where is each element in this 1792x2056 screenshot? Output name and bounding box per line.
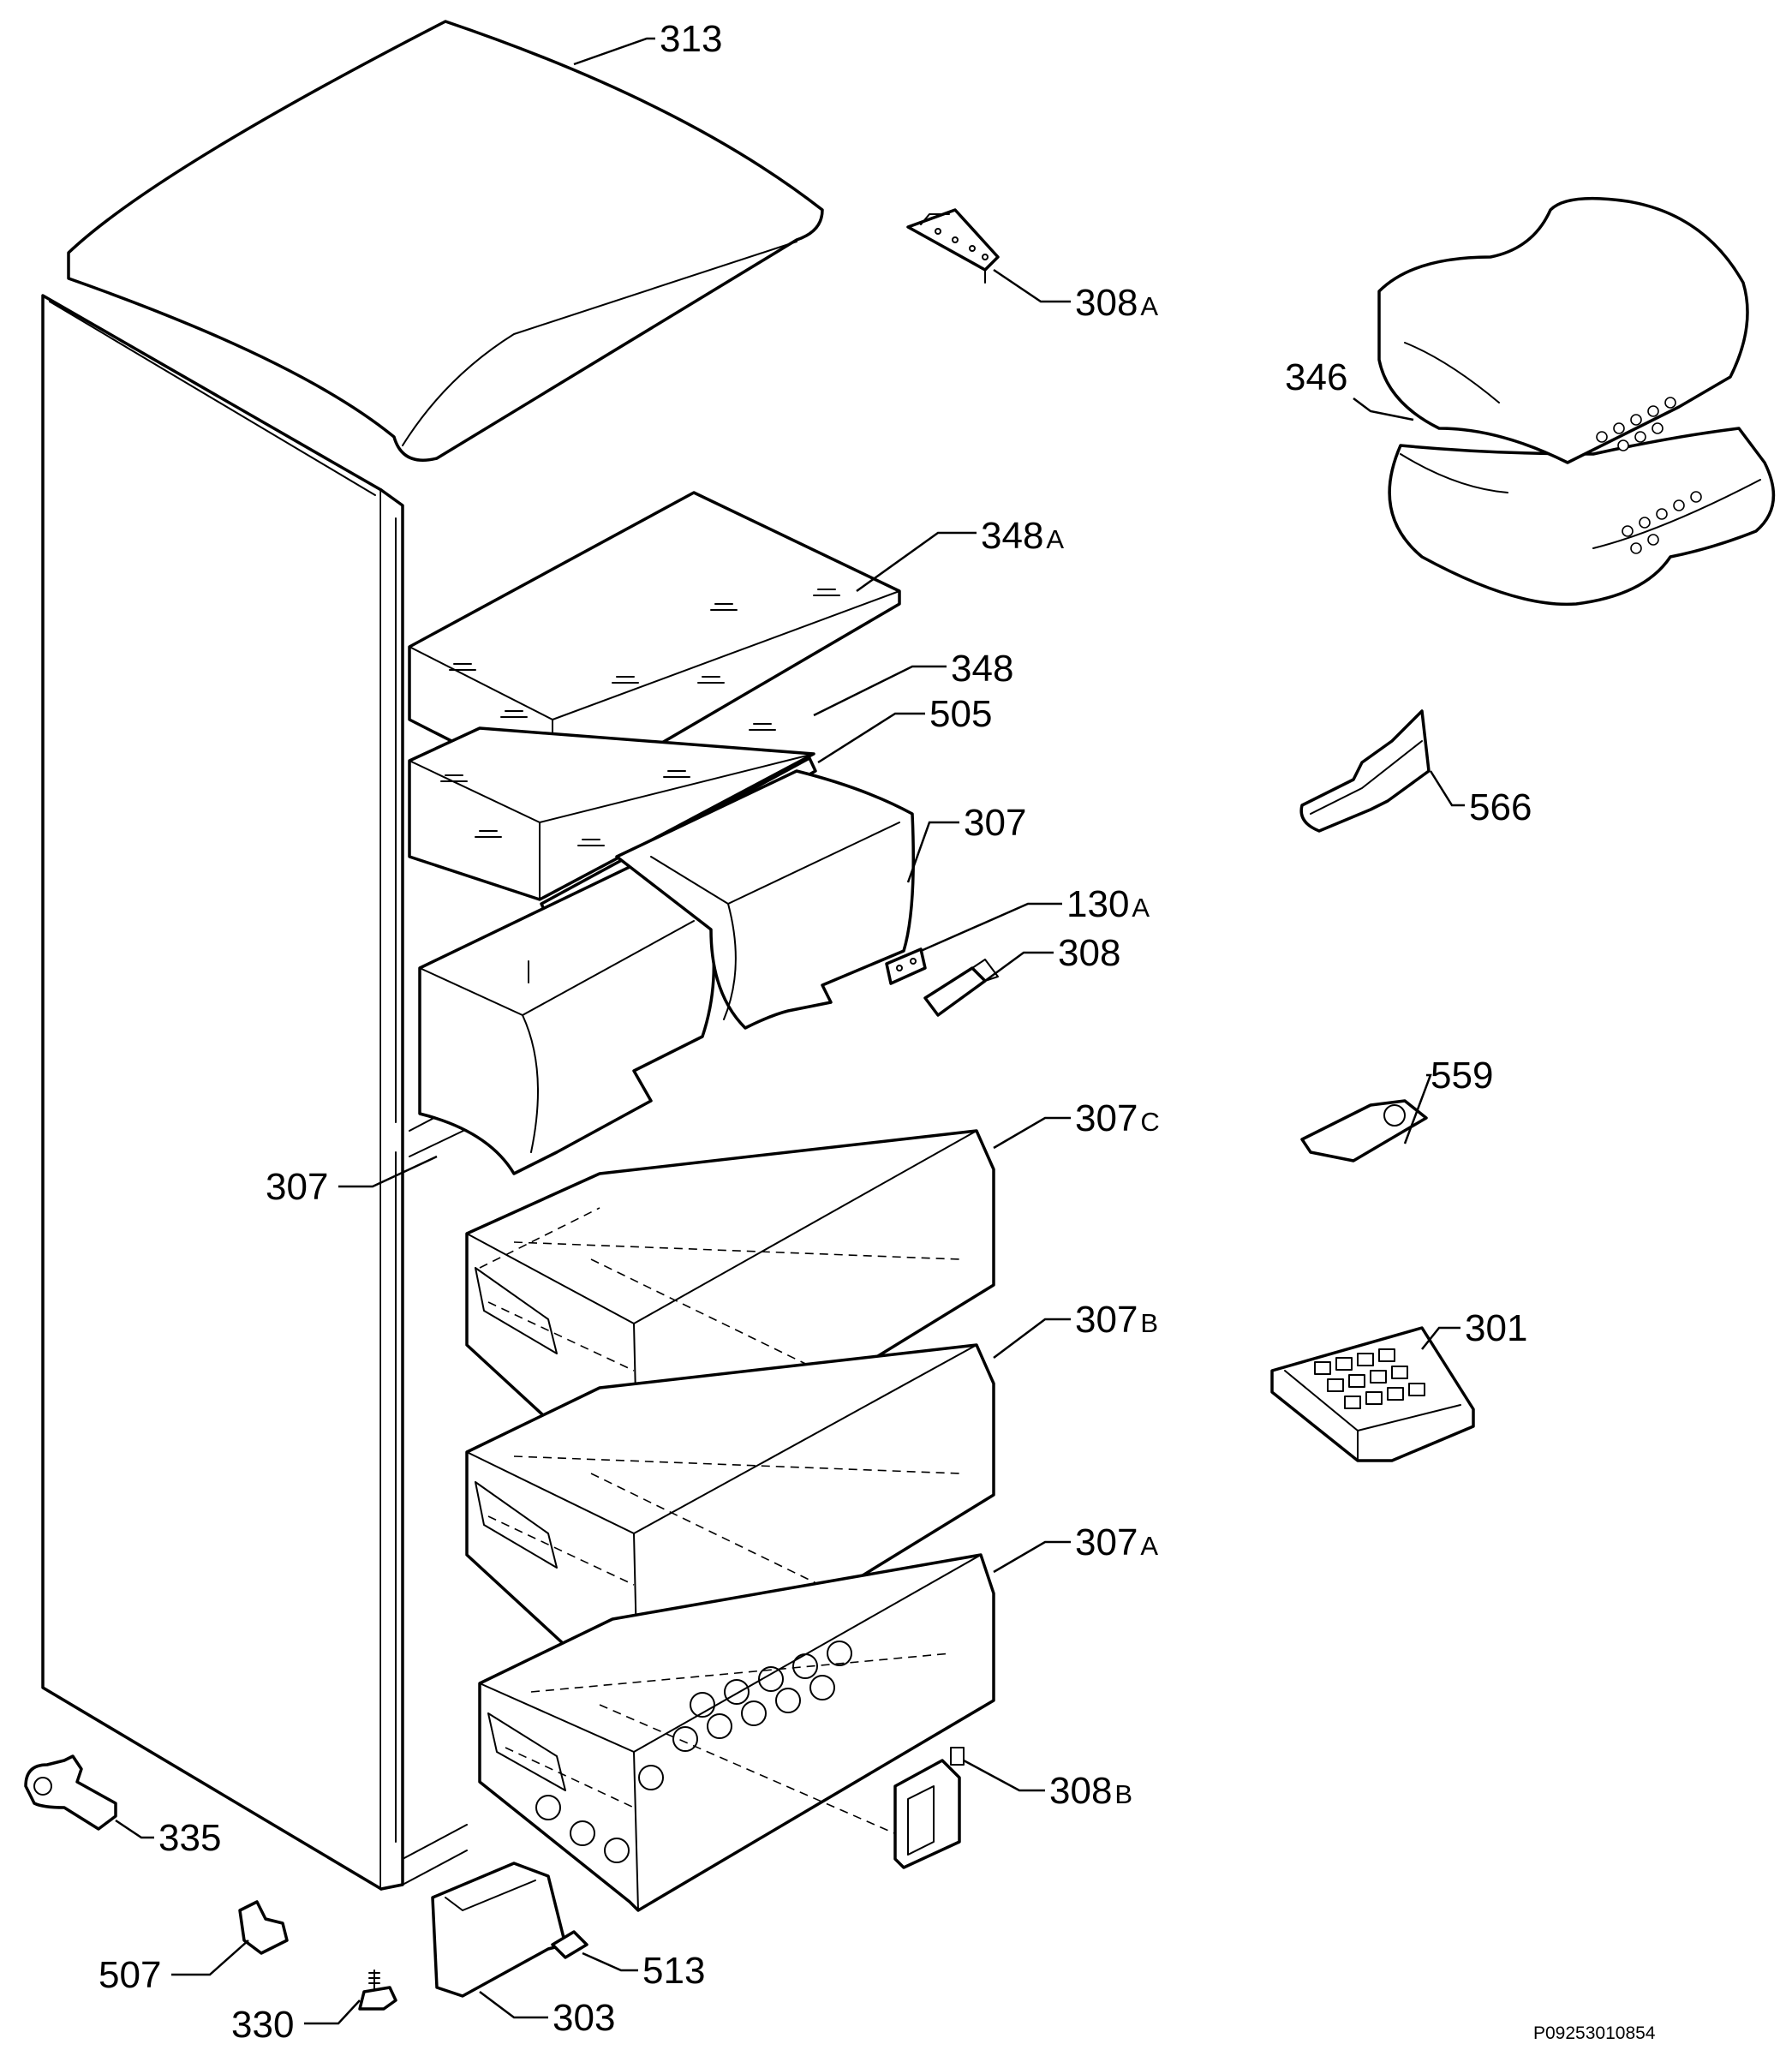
label-130a: 130A bbox=[1066, 883, 1150, 925]
label-307b: 307B bbox=[1075, 1299, 1158, 1341]
glass-shelf-348 bbox=[408, 723, 815, 901]
part-130a bbox=[885, 947, 927, 985]
plinth-303 bbox=[431, 1862, 567, 1998]
glass-shelf-348a bbox=[408, 491, 901, 798]
foot-bracket-335 bbox=[24, 1754, 117, 1831]
ice-tray-301 bbox=[1270, 1326, 1475, 1462]
label-566: 566 bbox=[1469, 786, 1532, 828]
leader-lines bbox=[115, 37, 1465, 2025]
hinge-308 bbox=[923, 959, 999, 1017]
drawing-code: P09253010854 bbox=[1533, 2023, 1656, 2043]
label-308: 308 bbox=[1058, 932, 1120, 974]
top-cover-313 bbox=[67, 20, 824, 462]
label-507: 507 bbox=[99, 1954, 161, 1996]
label-335: 335 bbox=[158, 1817, 221, 1859]
label-513: 513 bbox=[642, 1950, 705, 1992]
drawer-307a bbox=[478, 1553, 995, 1912]
label-301: 301 bbox=[1465, 1307, 1527, 1349]
label-313: 313 bbox=[660, 18, 722, 60]
hinge-308a bbox=[906, 208, 1000, 284]
hinge-308b bbox=[893, 1747, 965, 1869]
label-348a: 348A bbox=[981, 515, 1064, 557]
label-307-left: 307 bbox=[266, 1166, 328, 1208]
label-307a: 307A bbox=[1075, 1521, 1158, 1563]
label-307-top: 307 bbox=[964, 802, 1026, 844]
drawer-307a-dimples bbox=[535, 1641, 852, 1863]
label-330: 330 bbox=[231, 2004, 294, 2046]
label-308b: 308B bbox=[1049, 1770, 1132, 1812]
egg-tray-346 bbox=[1377, 196, 1776, 607]
upper-drawer-307-right bbox=[615, 769, 915, 1030]
label-348: 348 bbox=[951, 648, 1013, 690]
upper-drawer-307-left bbox=[418, 855, 716, 1175]
label-505: 505 bbox=[929, 693, 992, 735]
scraper-566 bbox=[1299, 709, 1431, 833]
ice-tray-cells bbox=[1314, 1348, 1425, 1409]
drawer-307b bbox=[465, 1343, 995, 1715]
label-307c: 307C bbox=[1075, 1097, 1160, 1139]
label-303: 303 bbox=[553, 1997, 615, 2039]
cabinet-body bbox=[41, 294, 468, 1891]
label-559: 559 bbox=[1431, 1055, 1493, 1097]
cover-559 bbox=[1300, 1099, 1428, 1162]
foot-screw-330 bbox=[358, 1969, 397, 2011]
egg-tray-holes bbox=[1596, 397, 1702, 554]
label-308a: 308A bbox=[1075, 282, 1158, 324]
label-346: 346 bbox=[1285, 356, 1347, 398]
part-labels: 313 308A 346 348A 348 505 307 566 130A 3… bbox=[99, 18, 1656, 2046]
part-513 bbox=[551, 1930, 588, 1959]
clip-507 bbox=[238, 1900, 289, 1955]
